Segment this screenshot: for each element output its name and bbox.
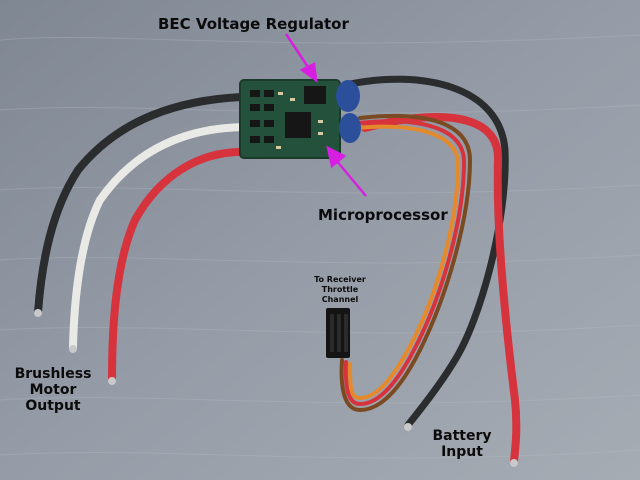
- motor-wire-black-tip: [34, 309, 42, 317]
- motor-line-1: Brushless: [14, 366, 92, 382]
- motor-line-2: Motor: [29, 382, 77, 399]
- capacitor: [339, 113, 361, 143]
- bec-voltage-regulator-label: BEC Voltage Regulator: [158, 15, 349, 33]
- microprocessor-arrow: [335, 159, 367, 197]
- receiver-line-3: Channel: [321, 295, 359, 304]
- motor-wire-white: [69, 123, 248, 352]
- motor-wire-black: [34, 93, 246, 316]
- capacitor: [336, 80, 360, 112]
- motor-output-wires: [34, 93, 252, 385]
- receiver-line-1: To Receiver: [314, 275, 366, 284]
- battery-line-1: Battery: [432, 428, 492, 444]
- annotation-arrows: [284, 33, 367, 197]
- microprocessor-label: Microprocessor: [318, 206, 448, 224]
- battery-wire-red-tip: [510, 459, 518, 467]
- battery-wires: [346, 75, 521, 467]
- receiver-line-2: Throttle: [321, 285, 359, 294]
- battery-wire-black-tip: [404, 423, 412, 431]
- bec-regulator-chip: [304, 86, 326, 104]
- microprocessor-chip: [285, 112, 311, 138]
- motor-wire-red: [108, 147, 252, 384]
- bec-arrow: [284, 33, 312, 71]
- receiver-throttle-label: To Receiver Throttle Channel: [295, 275, 385, 305]
- battery-input-label: Battery Input: [424, 428, 500, 460]
- receiver-lead: [339, 113, 473, 413]
- brushless-motor-output-label: Brushless Motor Output: [10, 366, 96, 414]
- motor-wire-white-tip: [69, 345, 77, 353]
- receiver-connector: [326, 308, 350, 358]
- motor-line-3: Output: [25, 398, 81, 415]
- motor-wire-red-tip: [108, 377, 116, 385]
- battery-line-2: Input: [441, 444, 483, 461]
- circuit-board: [239, 79, 361, 159]
- battery-wire-red: [361, 113, 521, 466]
